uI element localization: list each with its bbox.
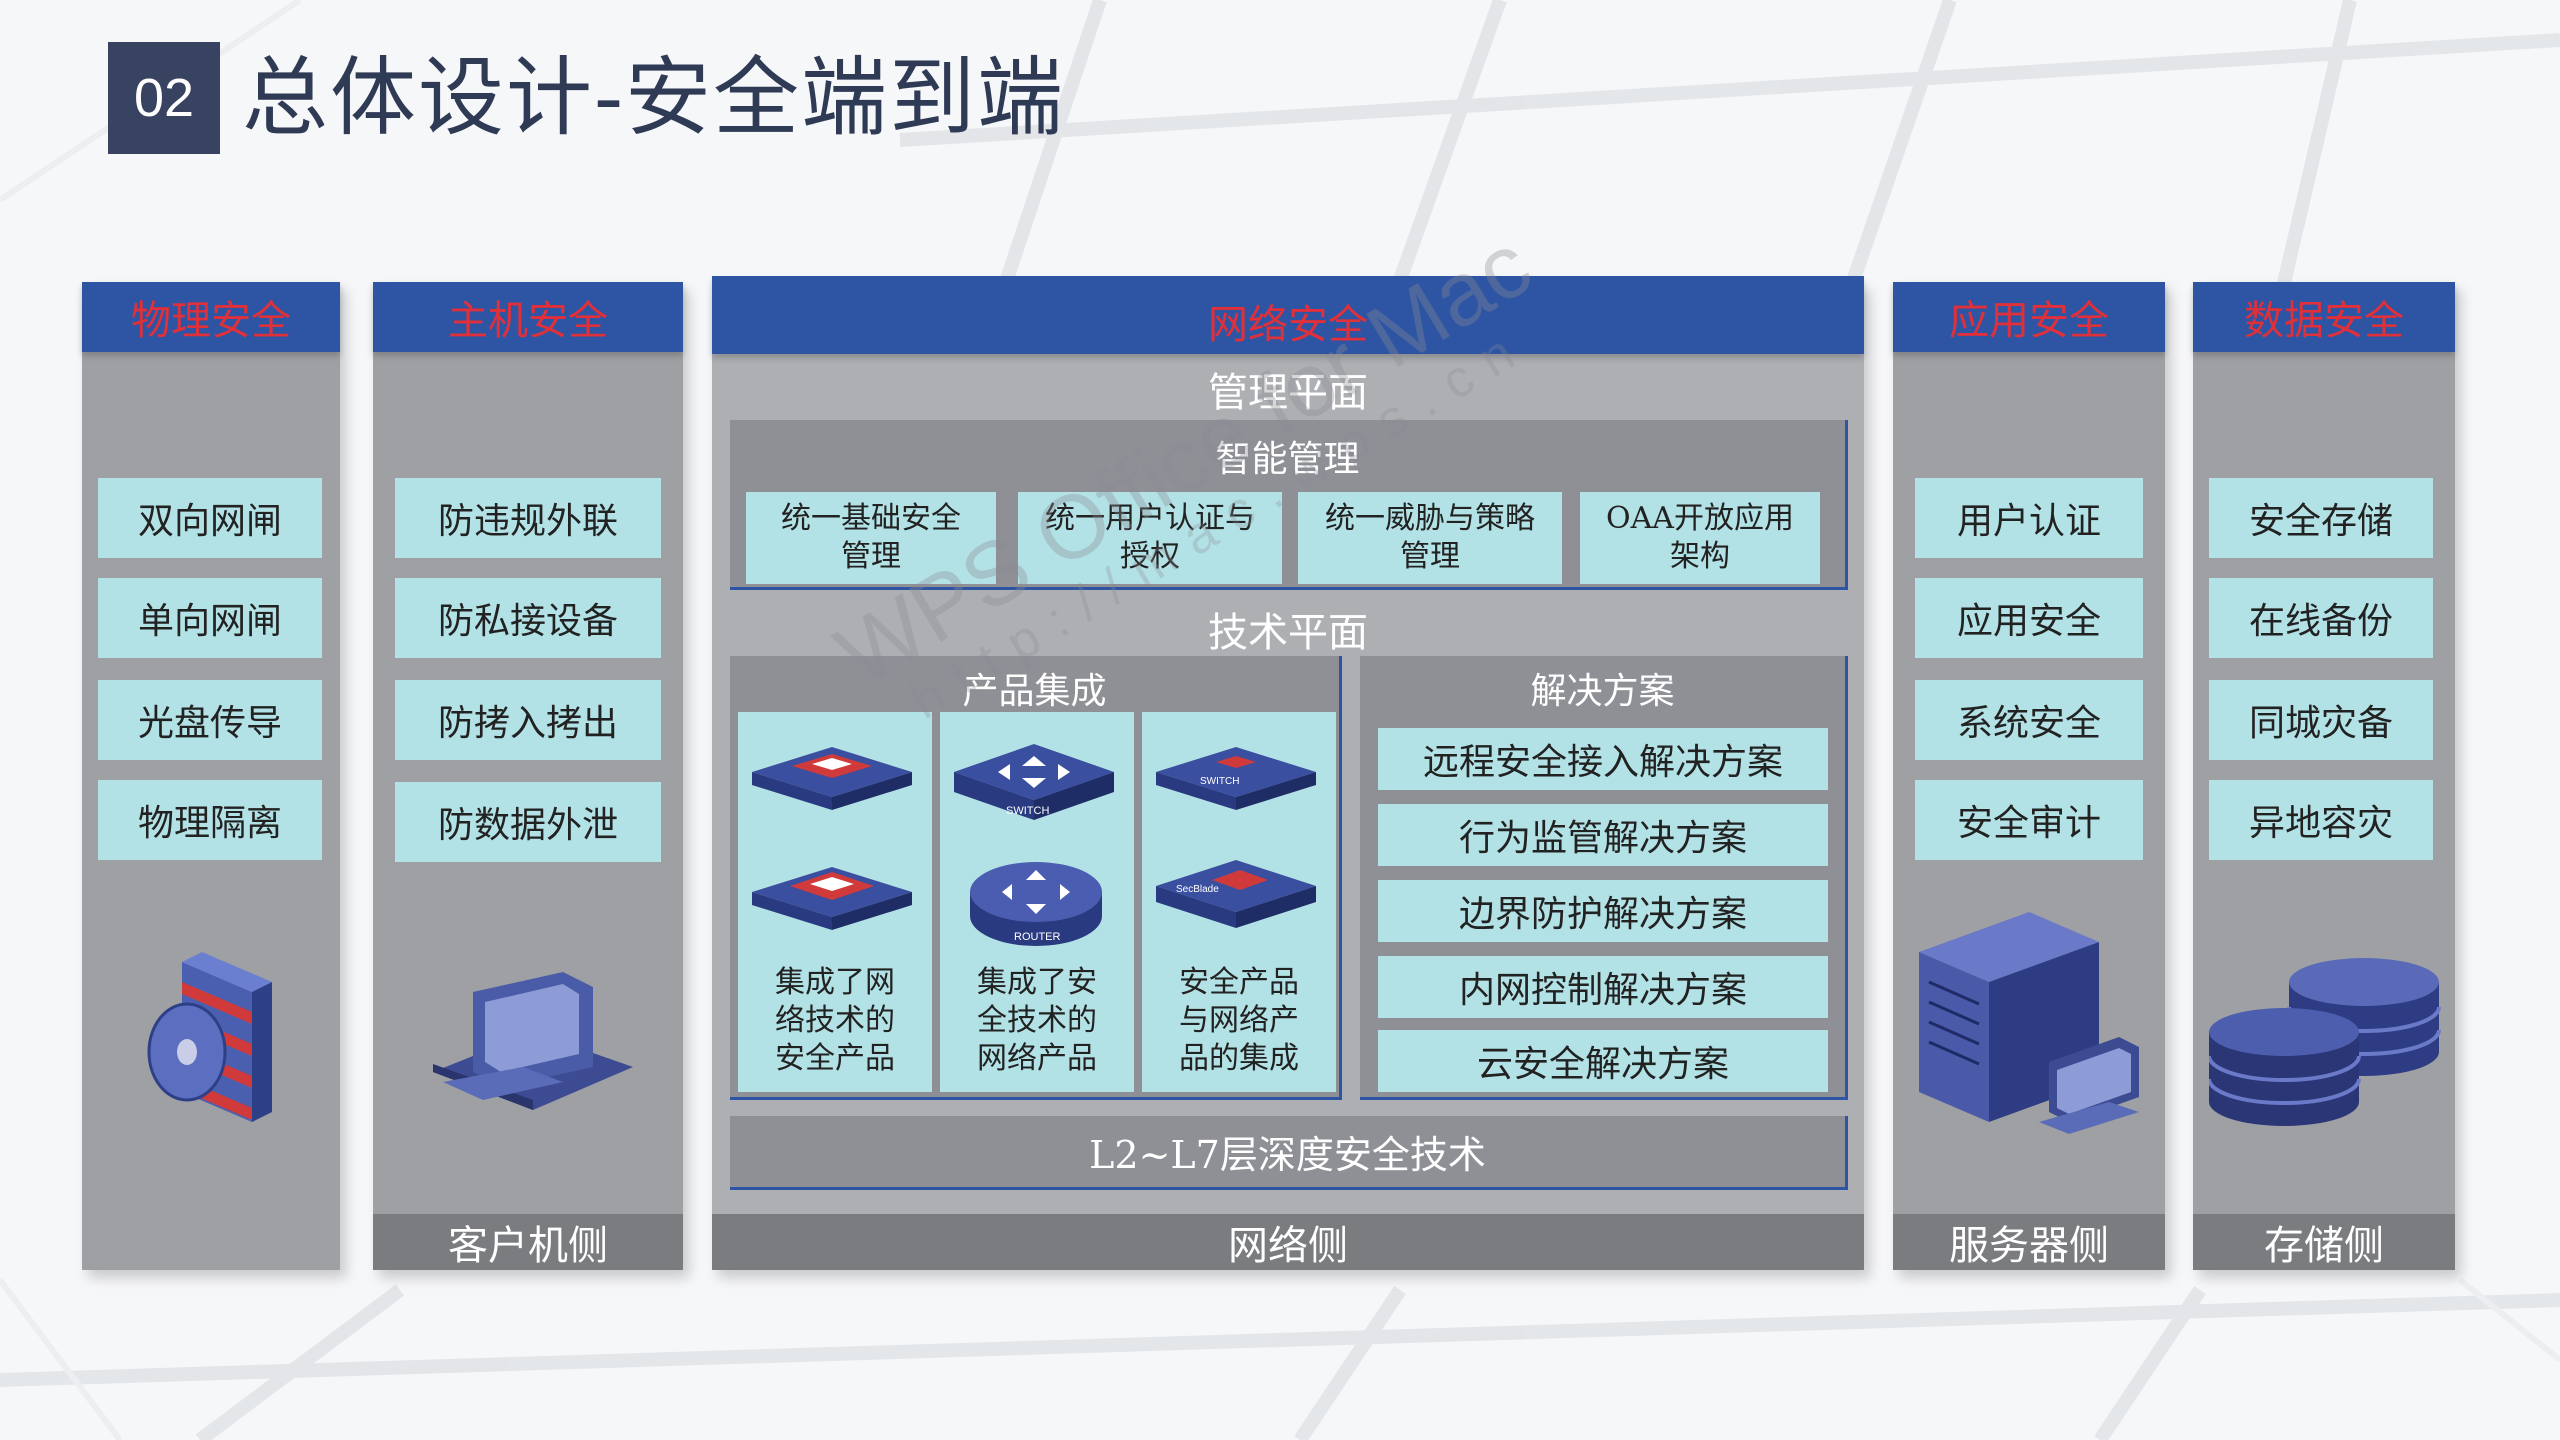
solution-item: 远程安全接入解决方案 — [1378, 728, 1828, 790]
smart-management-panel: 智能管理 统一基础安全 管理 统一用户认证与 授权 统一威胁与策略 管理 OAA… — [730, 420, 1848, 590]
column-network-security: 网络安全 管理平面 智能管理 统一基础安全 管理 统一用户认证与 授权 统一威胁… — [712, 276, 1864, 1270]
list-item: 应用安全 — [1915, 578, 2143, 658]
column-header: 主机安全 — [373, 282, 683, 352]
mgmt-item: 统一基础安全 管理 — [746, 492, 996, 584]
product-cell: SWITCH SecBlade 安全产品 与网络产 品的集成 — [1142, 712, 1336, 1092]
list-item: 防违规外联 — [395, 478, 661, 558]
switch-label: SWITCH — [1006, 805, 1049, 817]
list-item: 安全审计 — [1915, 780, 2143, 860]
column-footer: 存储侧 — [2193, 1214, 2455, 1270]
switch-device-label: SWITCH — [1200, 776, 1239, 787]
column-application-security: 应用安全 用户认证 应用安全 系统安全 安全审计 服务器侧 — [1893, 282, 2165, 1270]
list-item: 物理隔离 — [98, 780, 322, 860]
column-header: 数据安全 — [2193, 282, 2455, 352]
mgmt-item: 统一用户认证与 授权 — [1018, 492, 1282, 584]
management-plane-label: 管理平面 — [1208, 370, 1368, 416]
product-cell-text: 集成了网 络技术的 安全产品 — [775, 965, 895, 1076]
solutions-label: 解决方案 — [1530, 671, 1675, 712]
column-data-security: 数据安全 安全存储 在线备份 同城灾备 异地容灾 存储侧 — [2193, 282, 2455, 1270]
list-item: 在线备份 — [2209, 578, 2433, 658]
product-cell: SWITCH ROUTER 集成了安 全技术的 网络产品 — [940, 712, 1134, 1092]
product-cell-text: 集成了安 全技术的 网络产品 — [977, 965, 1097, 1076]
column-footer: 网络侧 — [712, 1214, 1864, 1270]
column-header: 网络安全 — [712, 276, 1864, 354]
router-icon: ROUTER — [970, 862, 1102, 946]
product-integration-panel: 产品集成 集成了网 络技术的 安全产品 — [730, 656, 1342, 1100]
list-item: 双向网闸 — [98, 478, 322, 558]
server-icon — [1919, 912, 2139, 1134]
product-cell-text: 安全产品 与网络产 品的集成 — [1179, 965, 1299, 1076]
firewall-device-icon — [752, 747, 912, 810]
column-footer: 客户机侧 — [373, 1214, 683, 1270]
list-item: 异地容灾 — [2209, 780, 2433, 860]
smart-management-label: 智能管理 — [1215, 439, 1360, 480]
solutions-panel: 解决方案 远程安全接入解决方案 行为监管解决方案 边界防护解决方案 内网控制解决… — [1360, 656, 1848, 1100]
solution-item: 行为监管解决方案 — [1378, 804, 1828, 866]
mgmt-item: OAA开放应用 架构 — [1580, 492, 1820, 584]
router-label: ROUTER — [1014, 931, 1061, 943]
solution-item: 内网控制解决方案 — [1378, 956, 1828, 1018]
mgmt-item: 统一威胁与策略 管理 — [1298, 492, 1562, 584]
list-item: 安全存储 — [2209, 478, 2433, 558]
switch-device-icon: SWITCH — [1156, 747, 1316, 810]
product-cell: 集成了网 络技术的 安全产品 — [738, 712, 932, 1092]
deep-security-label: L2~L7层深度安全技术 — [1089, 1133, 1486, 1177]
page-title: 总体设计-安全端到端 — [242, 48, 1066, 148]
tech-plane-label: 技术平面 — [1208, 610, 1368, 656]
column-header: 物理安全 — [82, 282, 340, 352]
solution-item: 边界防护解决方案 — [1378, 880, 1828, 942]
column-host-security: 主机安全 防违规外联 防私接设备 防拷入拷出 防数据外泄 客户机侧 — [373, 282, 683, 1270]
column-physical-security: 物理安全 双向网闸 单向网闸 光盘传导 物理隔离 — [82, 282, 340, 1270]
database-icon — [2209, 958, 2441, 1126]
list-item: 光盘传导 — [98, 680, 322, 760]
secblade-device-icon: SecBlade — [1156, 860, 1316, 928]
list-item: 用户认证 — [1915, 478, 2143, 558]
list-item: 系统安全 — [1915, 680, 2143, 760]
client-computer-icon — [433, 972, 633, 1110]
column-header: 应用安全 — [1893, 282, 2165, 352]
product-integration-label: 产品集成 — [962, 671, 1107, 712]
list-item: 单向网闸 — [98, 578, 322, 658]
secblade-label: SecBlade — [1176, 884, 1219, 895]
firewall-device-icon — [752, 867, 912, 930]
switch-icon: SWITCH — [954, 744, 1114, 820]
section-number: 02 — [108, 42, 220, 154]
disc-firewall-icon — [147, 952, 272, 1122]
column-footer: 服务器侧 — [1893, 1214, 2165, 1270]
list-item: 同城灾备 — [2209, 680, 2433, 760]
deep-security-bar: L2~L7层深度安全技术 — [730, 1116, 1848, 1190]
list-item: 防数据外泄 — [395, 782, 661, 862]
list-item: 防拷入拷出 — [395, 680, 661, 760]
list-item: 防私接设备 — [395, 578, 661, 658]
solution-item: 云安全解决方案 — [1378, 1030, 1828, 1092]
